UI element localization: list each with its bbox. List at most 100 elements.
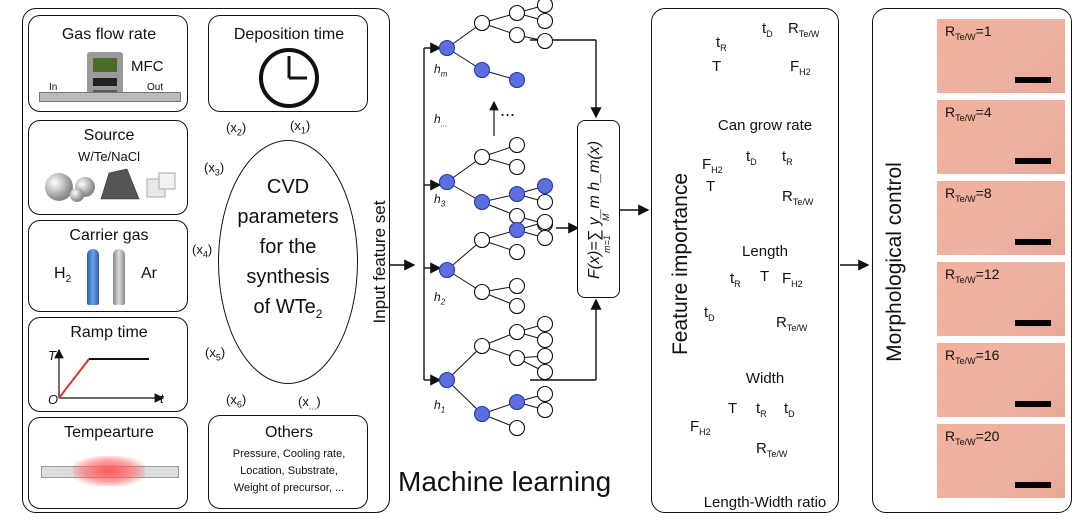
decision-trees	[438, 0, 554, 437]
tree-node-active	[536, 177, 554, 195]
ramp-time-box: Ramp time T t O	[28, 317, 188, 412]
ramp-axis-x: t	[160, 391, 164, 406]
temperature-title: Tempearture	[64, 424, 154, 441]
tree-node	[536, 363, 554, 381]
pie-label: FH2	[702, 156, 723, 175]
micrograph-5: RTe/W=16	[936, 342, 1066, 418]
tree-node	[536, 347, 554, 365]
in-label: In	[49, 82, 58, 93]
feature-importance-label: Feature importance	[669, 172, 692, 356]
tree-node-active	[508, 221, 526, 239]
heating-zone-icon	[73, 456, 145, 486]
others-box: Others Pressure, Cooling rate, Location,…	[208, 415, 368, 509]
pie-label: T	[760, 268, 770, 285]
tree-node	[508, 277, 526, 295]
pie-label: RTe/W	[782, 188, 814, 207]
tree-edge	[446, 345, 483, 381]
tree-node	[536, 229, 554, 247]
param-x6: (x6)	[226, 392, 247, 410]
pie-caption-4: Length-Width ratio	[703, 494, 827, 511]
ratio-label-1: RTe/W=1	[945, 23, 992, 42]
temperature-box: Tempearture	[28, 417, 188, 509]
ratio-label-3: RTe/W=8	[945, 185, 992, 204]
micrograph-4: RTe/W=12	[936, 261, 1066, 337]
deposition-title: Deposition time	[233, 26, 345, 43]
tree-dots: ...	[500, 100, 516, 120]
tree-label-3: h3	[434, 192, 446, 209]
tree-edge	[446, 379, 483, 415]
tree-node-active	[508, 393, 526, 411]
formula-box	[577, 120, 620, 298]
ratio-label-6: RTe/W=20	[945, 428, 1000, 447]
tree-node	[508, 207, 526, 225]
scale-bar	[1015, 77, 1051, 83]
ramp-origin: O	[48, 392, 59, 407]
pie-label: T	[706, 178, 716, 195]
tree-node	[473, 148, 491, 166]
pie-label: RTe/W	[756, 440, 788, 459]
tree-node-active	[438, 39, 456, 57]
h2-label: H2	[54, 265, 72, 286]
tree-node-active	[438, 173, 456, 191]
tree-node-active	[473, 193, 491, 211]
gas-flow-box: Gas flow rate MFC In Out	[28, 15, 188, 112]
scale-bar	[1015, 158, 1051, 164]
tree-node-active	[508, 185, 526, 203]
micrograph-1: RTe/W=1	[936, 18, 1066, 94]
feature-importance-panel	[651, 8, 839, 513]
tree-node	[508, 26, 526, 44]
micrograph-6: RTe/W=20	[936, 423, 1066, 499]
morphological-control-label: Morphological control	[883, 162, 906, 362]
pie-label: tR	[756, 400, 767, 419]
scale-bar	[1015, 401, 1051, 407]
tree-node-active	[473, 405, 491, 423]
mfc-label: MFC	[131, 58, 164, 75]
pie-label: RTe/W	[776, 314, 808, 333]
clock-icon	[259, 48, 319, 108]
argon-cylinder-icon	[113, 249, 125, 305]
tree-label-2: h2	[434, 290, 446, 307]
gas-flow-title: Gas flow rate	[61, 26, 157, 43]
param-x3: (x3)	[204, 160, 225, 178]
tree-node	[536, 213, 554, 231]
tree-node	[508, 158, 526, 176]
ar-label: Ar	[141, 265, 157, 282]
tree-node	[536, 401, 554, 419]
tree-label-1: h1	[434, 398, 446, 415]
tree-node-active	[473, 61, 491, 79]
param-x5: (x5)	[205, 345, 226, 363]
micrograph-3: RTe/W=8	[936, 180, 1066, 256]
tree-label-dots: h...	[434, 112, 448, 129]
cvd-text: CVD parameters for the synthesis of WTe2	[237, 176, 339, 321]
others-title: Others	[264, 424, 313, 441]
scale-bar	[1015, 320, 1051, 326]
ratio-label-4: RTe/W=12	[945, 266, 1000, 285]
tree-node	[508, 323, 526, 341]
tree-node	[536, 315, 554, 333]
pie-label: tD	[704, 304, 715, 323]
scale-bar	[1015, 482, 1051, 488]
tree-node-active	[508, 71, 526, 89]
precursor-icon	[45, 168, 176, 202]
input-feature-set-label: Input feature set	[370, 200, 389, 324]
pie-label: tR	[716, 34, 727, 53]
source-box: Source W/Te/NaCl	[28, 120, 188, 215]
param-x2: (x2)	[226, 120, 247, 138]
carrier-title: Carrier gas	[69, 227, 149, 244]
deposition-box: Deposition time	[208, 15, 368, 112]
ratio-label-5: RTe/W=16	[945, 347, 1000, 366]
tree-node	[508, 243, 526, 261]
tree-node	[508, 136, 526, 154]
tree-node	[536, 12, 554, 30]
ratio-label-2: RTe/W=4	[945, 104, 992, 123]
tree-node	[508, 297, 526, 315]
cvd-ellipse	[218, 140, 358, 384]
pie-label: tD	[784, 400, 795, 419]
pie-label: tD	[762, 20, 773, 39]
tree-label-m: hm	[434, 62, 448, 79]
pie-label: tR	[730, 270, 741, 289]
tree-node-active	[438, 261, 456, 279]
others-line-1: Pressure, Cooling rate,	[232, 448, 346, 460]
pie-label: T	[712, 58, 722, 75]
